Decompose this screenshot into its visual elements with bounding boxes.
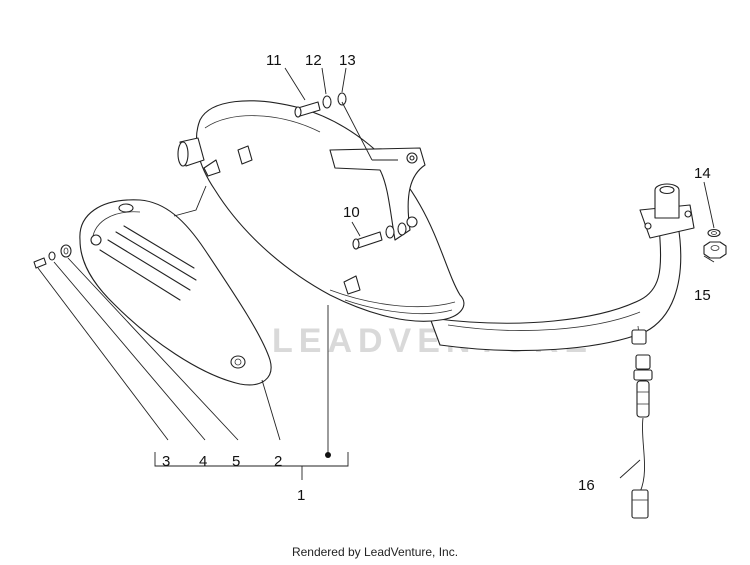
callout-4: 4	[199, 453, 207, 470]
callout-1-marker	[325, 452, 331, 458]
callout-3: 3	[162, 453, 170, 470]
callout-15: 15	[694, 287, 711, 304]
shield-hardware	[33, 244, 72, 269]
callout-1: 1	[297, 487, 305, 504]
callout-16: 16	[578, 477, 595, 494]
footer-credit: Rendered by LeadVenture, Inc.	[291, 545, 459, 559]
bracket-hardware-middle	[352, 222, 407, 250]
callout-13: 13	[339, 52, 356, 69]
muffler-body	[177, 100, 465, 322]
callout-2: 2	[274, 453, 282, 470]
leader-lines	[37, 67, 715, 480]
callout-5: 5	[232, 453, 240, 470]
callout-11: 11	[266, 52, 282, 69]
bracket-hardware-top	[294, 92, 347, 118]
manifold-hardware	[703, 228, 727, 259]
callout-10: 10	[343, 204, 360, 221]
callout-12: 12	[305, 52, 322, 69]
heat-shield	[79, 199, 272, 386]
exhaust-pipe	[429, 183, 695, 352]
lambda-sensor	[631, 354, 653, 519]
callout-14: 14	[694, 165, 711, 182]
